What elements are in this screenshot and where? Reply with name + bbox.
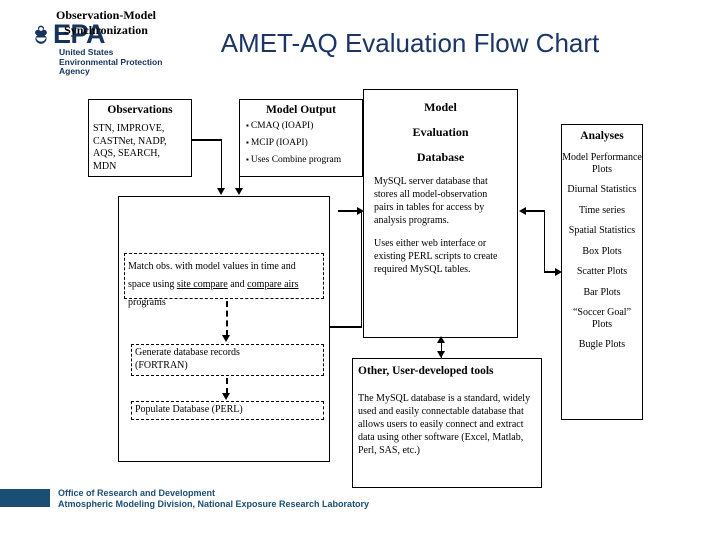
page-title: AMET-AQ Evaluation Flow Chart [220, 28, 600, 58]
analyses-item-5: Box Plots [582, 245, 622, 257]
sync-tool-compare-airs: compare airs [247, 279, 299, 290]
connector-observations-right [192, 139, 222, 141]
connector-sync-to-generate [226, 301, 228, 336]
analyses-box: Analyses Model Performance Plots Diurnal… [561, 124, 643, 420]
model-output-box: Model Output CMAQ (IOAPI) MCIP (IOAPI) U… [239, 99, 363, 177]
arrow-generate-to-populate [222, 393, 230, 400]
tools-body: The MySQL database is a standard, widely… [358, 393, 531, 456]
sync-tool-site-compare: site compare [176, 279, 228, 290]
analyses-heading: Analyses [580, 130, 624, 142]
database-paragraph-1: MySQL server database that stores all mo… [374, 176, 488, 226]
footer-line-2: Atmospheric Modeling Division, National … [58, 499, 370, 509]
arrow-sync-to-database [357, 206, 364, 215]
arrow-tools-to-database [437, 336, 445, 343]
arrow-observations-to-sync [217, 188, 225, 195]
footer-text: Office of Research and Development Atmos… [58, 488, 369, 510]
epa-acronym: EPA [53, 19, 106, 49]
observations-heading: Observations [107, 104, 173, 116]
connector-sync-out-right [330, 326, 362, 328]
connector-observations-down [220, 139, 223, 189]
arrow-analyses-to-database [519, 206, 526, 215]
populate-database-label: Populate Database (PERL) [135, 404, 243, 415]
model-output-heading: Model Output [266, 104, 336, 116]
connector-model-output-down [238, 124, 241, 189]
observation-model-synchronization-group [118, 196, 330, 462]
database-heading-line-3: Database [416, 150, 465, 164]
model-evaluation-database-box: Model Evaluation Database MySQL server d… [363, 89, 518, 338]
sync-heading-line-1: Observation-Model [56, 8, 156, 22]
epa-sub-line-2: Environmental Protection [59, 56, 163, 67]
observations-line-3: AQS, SEARCH, [93, 148, 160, 159]
epa-sub-line-1: United States [59, 47, 114, 57]
arrow-model-output-to-sync [235, 188, 243, 195]
connector-db-to-tools [440, 338, 443, 358]
generate-records-line-1: Generate database records [135, 347, 240, 358]
analyses-item-2: Diurnal Statistics [567, 184, 637, 195]
epa-seal-icon [30, 24, 52, 46]
populate-database-box: Populate Database (PERL) [131, 401, 324, 420]
arrow-sync-to-generate [222, 335, 230, 342]
connector-sync-up-to-db [360, 210, 363, 327]
generate-records-line-2: (FORTRAN) [135, 359, 188, 371]
model-output-bullet-1: CMAQ (IOAPI) [246, 121, 362, 131]
epa-logo: EPA United States Environmental Protecti… [30, 19, 180, 84]
other-user-developed-tools-box: Other, User-developed tools The MySQL da… [352, 358, 542, 488]
analyses-item-1: Model Performance Plots [562, 152, 642, 175]
sync-heading: Observation-Model Synchronization [0, 8, 212, 38]
epa-sub-line-3: Agency [59, 66, 90, 77]
connector-generate-to-populate [226, 378, 228, 394]
connector-db-analyses-vertical [543, 210, 546, 272]
analyses-item-8: “Soccer Goal” Plots [572, 307, 632, 330]
sync-heading-line-2: Synchronization [64, 23, 148, 37]
observations-line-1: STN, IMPROVE, [93, 123, 165, 134]
model-output-bullet-list: CMAQ (IOAPI) MCIP (IOAPI) Uses Combine p… [240, 121, 362, 165]
analyses-item-4: Spatial Statistics [568, 225, 636, 236]
analyses-item-9: Bugle Plots [578, 339, 626, 350]
footer-line-1: Office of Research and Development [58, 488, 216, 498]
sync-detail-post: programs [128, 297, 166, 308]
connector-db-analyses-bottom [543, 271, 558, 273]
sync-detail-mid: and [227, 279, 248, 290]
arrow-database-to-tools [437, 351, 445, 358]
analyses-item-6: Scatter Plots [576, 266, 628, 277]
generate-database-records-box: Generate database records (FORTRAN) [131, 344, 324, 376]
model-output-bullet-2: MCIP (IOAPI) [246, 138, 362, 148]
observations-box: Observations STN, IMPROVE, CASTNet, NADP… [88, 99, 192, 177]
tools-heading: Other, User-developed tools [358, 365, 494, 377]
analyses-item-3: Time series [578, 204, 626, 216]
connector-db-analyses-top [525, 210, 545, 212]
database-heading-line-1: Model [424, 100, 457, 114]
observations-line-2: CASTNet, NADP, [93, 135, 167, 147]
sync-detail-pre: Match obs. with model values in time and… [128, 261, 296, 290]
arrow-database-to-analyses [555, 268, 562, 276]
sync-detail-box: Match obs. with model values in time and… [124, 253, 324, 308]
model-output-bullet-3: Uses Combine program [246, 155, 362, 165]
footer-accent-bar [0, 489, 50, 507]
database-paragraph-2: Uses either web interface or existing PE… [374, 238, 498, 275]
analyses-item-7: Bar Plots [583, 286, 621, 298]
connector-into-db [338, 210, 362, 212]
observations-line-4: MDN [93, 160, 117, 172]
database-heading-line-2: Evaluation [412, 125, 469, 139]
